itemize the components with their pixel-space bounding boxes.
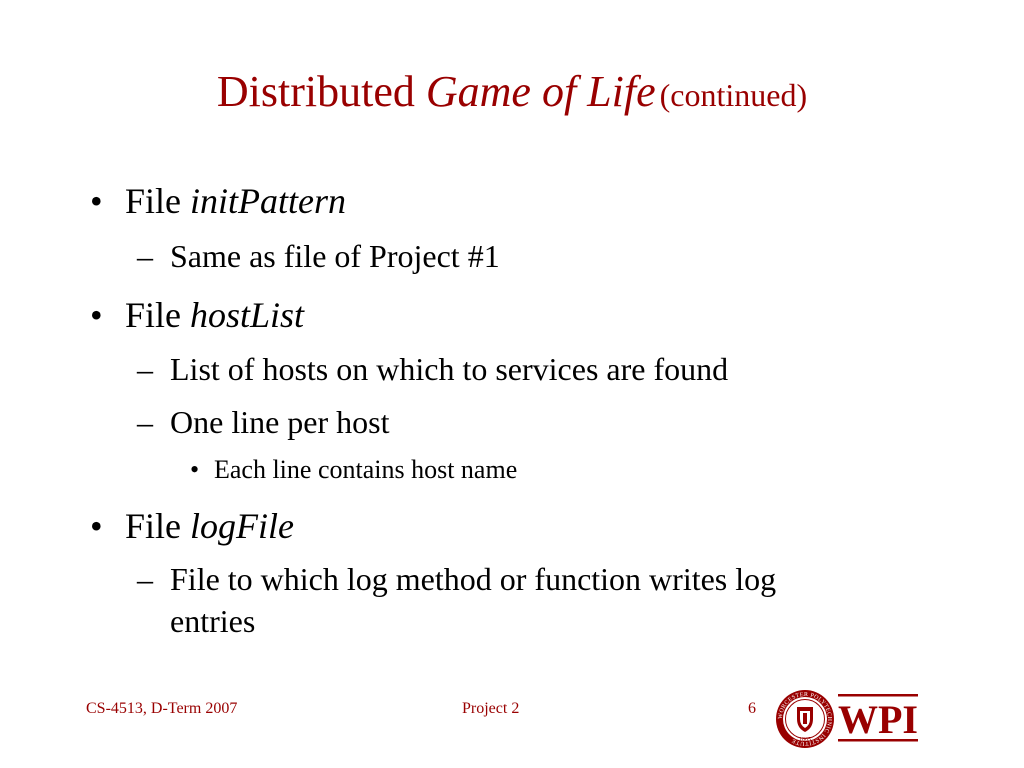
dash-marker: – [137,351,153,387]
list-item: File logFile [125,505,294,547]
list-item: File hostList [125,294,304,336]
wpi-logo: WORCESTER POLYTECHNIC INSTITUTE 1865 WPI [776,690,918,748]
list-item-continuation: entries [170,603,256,639]
list-item: Each line contains host name [214,455,518,484]
logo-letters: WPI [838,697,918,742]
list-item-prefix: File [125,295,191,335]
list-item: File initPattern [125,180,346,222]
dash-marker: – [137,561,153,597]
title-main: Distributed [216,67,426,116]
footer-page-number: 6 [748,700,756,717]
bullet-marker: • [90,506,103,546]
wpi-seal-icon: WORCESTER POLYTECHNIC INSTITUTE 1865 [776,690,834,748]
list-item-prefix: File [125,506,191,546]
list-item-italic: logFile [190,506,294,546]
seal-year: 1865 [799,737,811,743]
title-italic: Game of Life [425,67,656,116]
dash-marker: – [137,404,153,440]
list-item-italic: hostList [190,295,305,335]
list-item: List of hosts on which to services are f… [170,351,729,387]
title-suffix: (continued) [659,77,808,113]
list-item: One line per host [170,404,390,440]
footer-project: Project 2 [462,700,520,717]
bullet-marker-small: • [190,455,200,484]
footer-course: CS-4513, D-Term 2007 [86,700,238,717]
bullet-marker: • [90,295,103,335]
list-item-prefix: File [125,181,191,221]
list-item: File to which log method or function wri… [170,561,777,597]
dash-marker: – [137,238,153,274]
slide-title: Distributed Game of Life (continued) [0,66,1024,117]
bullet-marker: • [90,181,103,221]
list-item-italic: initPattern [190,181,347,221]
list-item: Same as file of Project #1 [170,238,500,274]
